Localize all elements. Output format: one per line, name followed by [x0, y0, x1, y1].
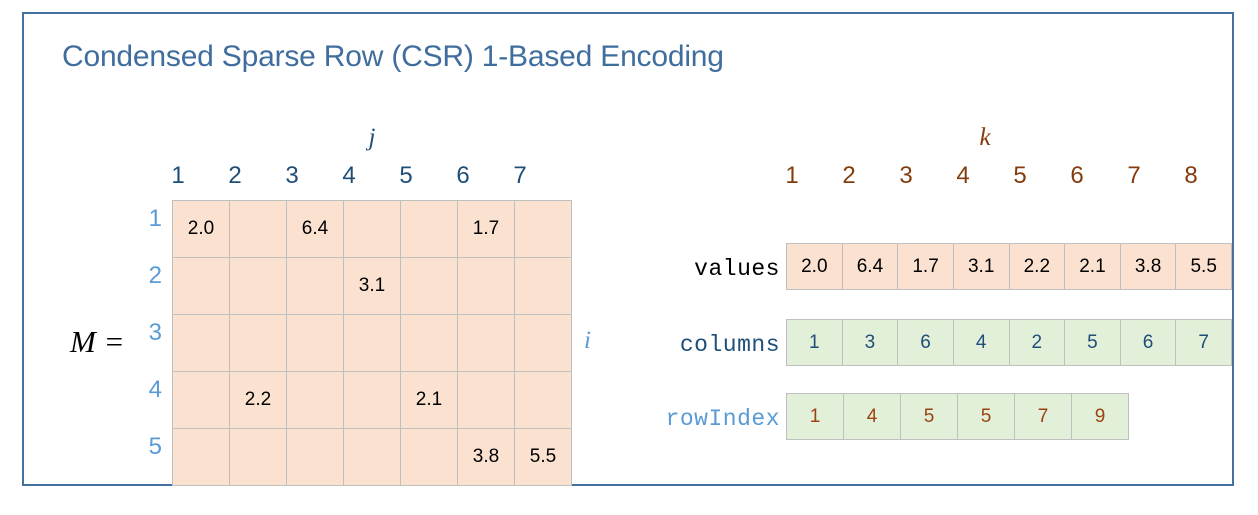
columns-cell-3: 6 — [897, 319, 954, 366]
values-cell-1: 2.0 — [786, 243, 843, 290]
matrix-cell-1-2 — [229, 200, 287, 258]
columns-cell-1: 1 — [786, 319, 843, 366]
array-index-header-1: 1 — [785, 162, 799, 189]
table-row: 2.0 6.4 1.7 — [172, 200, 572, 258]
matrix-row-header-2: 2 — [148, 262, 162, 289]
matrix-cell-4-5: 2.1 — [400, 371, 458, 429]
matrix-cell-4-1 — [172, 371, 230, 429]
matrix-cell-3-3 — [286, 314, 344, 372]
matrix-col-header-7: 7 — [513, 162, 527, 189]
matrix-cell-4-4 — [343, 371, 401, 429]
matrix-cell-2-5 — [400, 257, 458, 315]
table-row: 3.8 5.5 — [172, 428, 572, 486]
matrix-cell-1-5 — [400, 200, 458, 258]
matrix-cell-1-1: 2.0 — [172, 200, 230, 258]
columns-cell-5: 2 — [1008, 319, 1066, 366]
matrix-cell-5-3 — [286, 428, 344, 486]
matrix-table: 2.0 6.4 1.7 3.1 — [172, 200, 572, 486]
matrix-col-header-2: 2 — [228, 162, 242, 189]
values-cell-5: 2.2 — [1008, 243, 1066, 290]
values-cell-2: 6.4 — [841, 243, 899, 290]
matrix-cell-5-4 — [343, 428, 401, 486]
rowindex-cell-3: 5 — [900, 393, 958, 440]
columns-cell-6: 5 — [1064, 319, 1121, 366]
table-row: 3.1 — [172, 257, 572, 315]
rowindex-cell-4: 5 — [957, 393, 1015, 440]
values-array: 2.0 6.4 1.7 3.1 2.2 2.1 3.8 5.5 — [786, 243, 1232, 290]
matrix-cell-2-7 — [514, 257, 572, 315]
matrix-cell-3-5 — [400, 314, 458, 372]
matrix-cell-5-6: 3.8 — [457, 428, 515, 486]
rowindex-array-label: rowIndex — [665, 406, 780, 432]
matrix-name-label: M = — [70, 324, 125, 359]
matrix-cell-1-7 — [514, 200, 572, 258]
columns-cell-7: 6 — [1119, 319, 1177, 366]
columns-array: 1 3 6 4 2 5 6 7 — [786, 319, 1232, 366]
matrix-cell-4-2: 2.2 — [229, 371, 287, 429]
matrix-row-axis-label: i — [584, 327, 591, 354]
matrix-cell-3-7 — [514, 314, 572, 372]
array-index-header-7: 7 — [1127, 162, 1141, 189]
table-row: 2.0 6.4 1.7 3.1 2.2 2.1 3.8 5.5 — [786, 243, 1232, 290]
values-cell-7: 3.8 — [1119, 243, 1177, 290]
array-index-header-3: 3 — [899, 162, 913, 189]
array-index-header-8: 8 — [1184, 162, 1198, 189]
sparse-matrix: 2.0 6.4 1.7 3.1 — [172, 200, 572, 486]
matrix-cell-1-6: 1.7 — [457, 200, 515, 258]
matrix-col-header-4: 4 — [342, 162, 356, 189]
columns-cell-8: 7 — [1175, 319, 1232, 366]
values-cell-3: 1.7 — [897, 243, 954, 290]
rowindex-array: 1 4 5 5 7 9 — [786, 393, 1129, 440]
rowindex-cell-2: 4 — [843, 393, 901, 440]
matrix-cell-2-3 — [286, 257, 344, 315]
matrix-cell-2-6 — [457, 257, 515, 315]
matrix-row-header-4: 4 — [148, 376, 162, 403]
matrix-col-header-1: 1 — [171, 162, 185, 189]
matrix-cell-4-6 — [457, 371, 515, 429]
rowindex-cell-1: 1 — [786, 393, 844, 440]
matrix-cell-4-7 — [514, 371, 572, 429]
columns-array-label: columns — [679, 332, 780, 358]
values-cell-4: 3.1 — [952, 243, 1010, 290]
array-index-axis-label: k — [979, 124, 991, 151]
array-index-header-2: 2 — [842, 162, 856, 189]
matrix-row-header-5: 5 — [148, 433, 162, 460]
matrix-cell-1-4 — [343, 200, 401, 258]
columns-cell-4: 4 — [952, 319, 1010, 366]
slide-frame: Condensed Sparse Row (CSR) 1-Based Encod… — [22, 12, 1234, 486]
array-index-header-5: 5 — [1013, 162, 1027, 189]
matrix-col-header-6: 6 — [456, 162, 470, 189]
matrix-cell-5-5 — [400, 428, 458, 486]
matrix-cell-3-6 — [457, 314, 515, 372]
matrix-cell-3-1 — [172, 314, 230, 372]
page-title: Condensed Sparse Row (CSR) 1-Based Encod… — [62, 40, 724, 73]
matrix-cell-1-3: 6.4 — [286, 200, 344, 258]
matrix-cell-2-2 — [229, 257, 287, 315]
matrix-col-header-3: 3 — [285, 162, 299, 189]
matrix-column-axis-label: j — [368, 124, 376, 151]
table-row — [172, 314, 572, 372]
rowindex-cell-5: 7 — [1014, 393, 1072, 440]
matrix-cell-3-2 — [229, 314, 287, 372]
matrix-cell-5-7: 5.5 — [514, 428, 572, 486]
values-array-label: values — [694, 256, 780, 282]
matrix-cell-5-1 — [172, 428, 230, 486]
table-row: 1 4 5 5 7 9 — [786, 393, 1129, 440]
table-row: 1 3 6 4 2 5 6 7 — [786, 319, 1232, 366]
values-cell-8: 5.5 — [1175, 243, 1232, 290]
columns-cell-2: 3 — [841, 319, 899, 366]
array-index-header-4: 4 — [956, 162, 970, 189]
values-cell-6: 2.1 — [1064, 243, 1121, 290]
matrix-cell-4-3 — [286, 371, 344, 429]
matrix-cell-5-2 — [229, 428, 287, 486]
matrix-col-header-5: 5 — [399, 162, 413, 189]
matrix-row-header-3: 3 — [148, 319, 162, 346]
matrix-row-header-1: 1 — [148, 205, 162, 232]
table-row: 2.2 2.1 — [172, 371, 572, 429]
rowindex-cell-6: 9 — [1071, 393, 1129, 440]
matrix-cell-3-4 — [343, 314, 401, 372]
matrix-cell-2-1 — [172, 257, 230, 315]
array-index-header-6: 6 — [1070, 162, 1084, 189]
matrix-cell-2-4: 3.1 — [343, 257, 401, 315]
